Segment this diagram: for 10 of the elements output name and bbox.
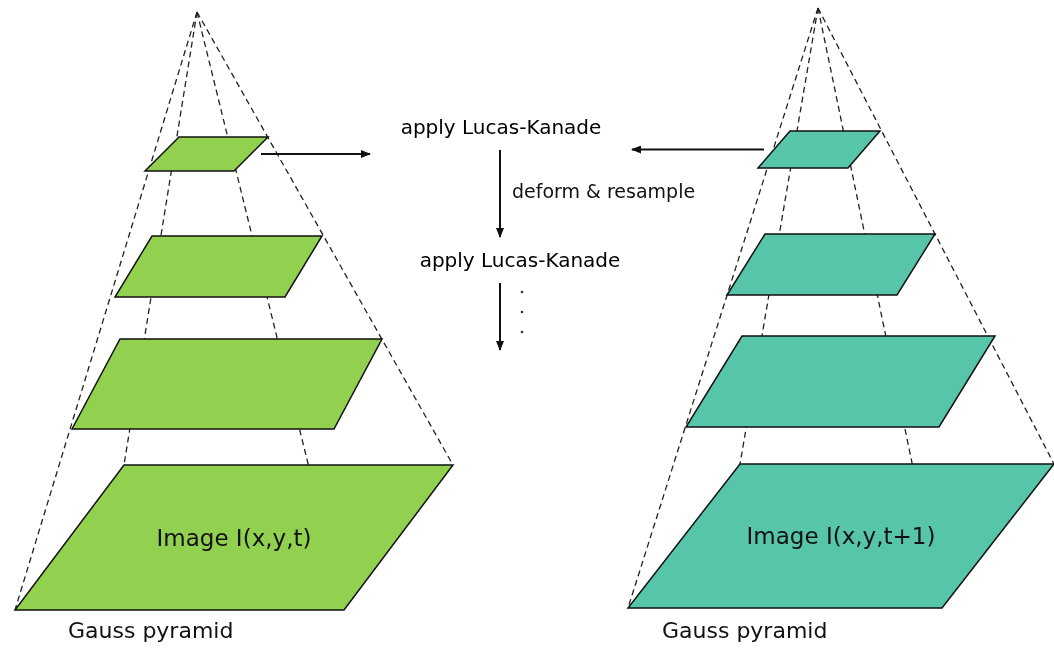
arrow <box>496 282 504 351</box>
step-label: apply Lucas-Kanade <box>390 245 650 275</box>
image-label: Image I(x,y,t+1) <box>746 523 936 549</box>
caption-label: Gauss pyramid <box>662 618 828 643</box>
arrow <box>496 149 504 238</box>
image-label: Image I(x,y,t) <box>156 524 312 551</box>
step-label: apply Lucas-Kanade <box>372 112 630 142</box>
arrow <box>260 150 371 158</box>
arrow <box>631 145 765 154</box>
caption-label: Gauss pyramid <box>68 618 234 643</box>
